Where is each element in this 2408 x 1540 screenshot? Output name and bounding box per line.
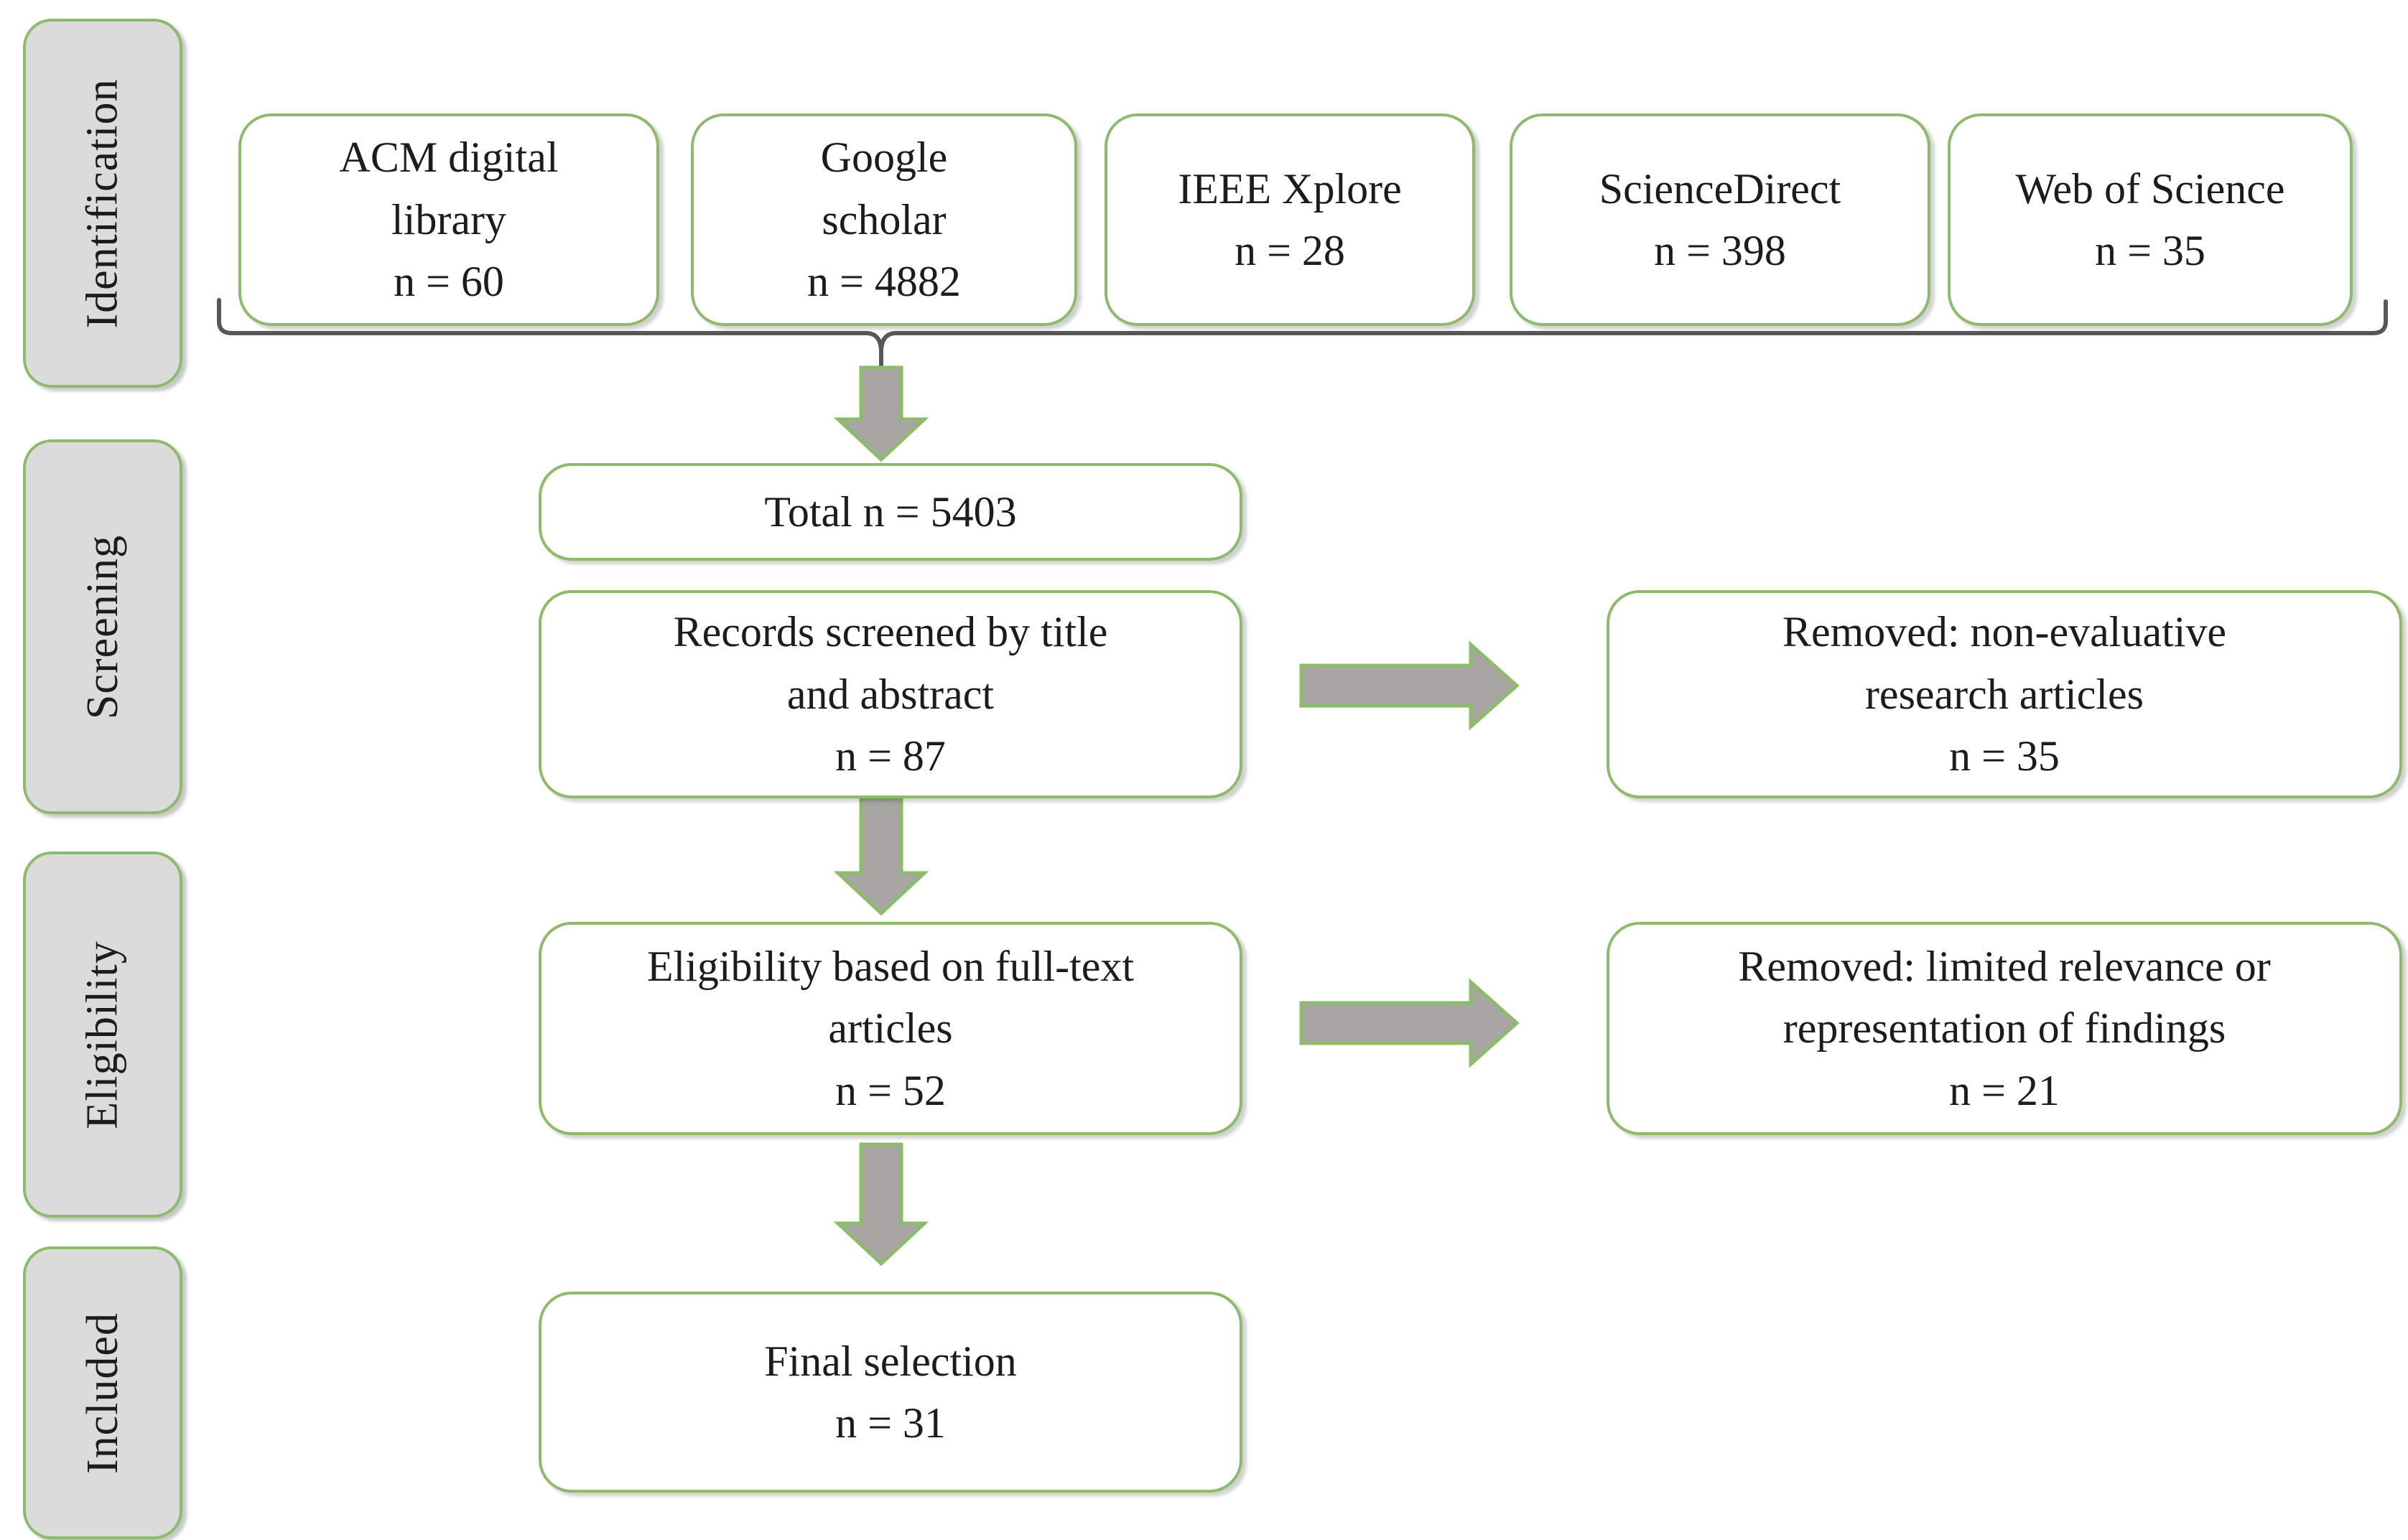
sources-bracket <box>217 298 2388 370</box>
down-arrow-total <box>833 365 929 462</box>
records-screened-box: Records screened by title and abstract n… <box>539 590 1242 798</box>
final-selection-box: Final selection n = 31 <box>539 1292 1242 1493</box>
source-name-line: ACM digital <box>339 134 559 182</box>
source-count: n = 28 <box>1235 227 1345 274</box>
source-name-line: Web of Science <box>2015 164 2285 213</box>
box-count: n = 31 <box>835 1399 946 1447</box>
source-name-line: IEEE Xplore <box>1178 164 1402 213</box>
source-count: n = 398 <box>1654 227 1786 274</box>
stage-identification: Identification <box>23 19 182 388</box>
removed-limited-relevance-box: Removed: limited relevance or representa… <box>1607 922 2402 1135</box>
box-text-line: Records screened by title <box>673 608 1108 656</box>
right-arrow-removed2 <box>1299 978 1520 1068</box>
stage-label: Included <box>78 1312 127 1474</box>
box-text-line: articles <box>828 1004 953 1053</box>
stage-eligibility: Eligibility <box>23 851 182 1218</box>
stage-label: Identification <box>78 78 127 328</box>
removed-non-evaluative-box: Removed: non-evaluative research article… <box>1607 590 2402 798</box>
source-count: n = 60 <box>394 258 504 306</box>
source-name-line: Google <box>820 134 948 182</box>
total-box: Total n = 5403 <box>539 463 1242 561</box>
box-text-line: representation of findings <box>1782 1004 2226 1053</box>
source-box-sciencedirect: ScienceDirect n = 398 <box>1510 113 1930 326</box>
source-box-google-scholar: Google scholar n = 4882 <box>691 113 1077 326</box>
stage-label: Screening <box>78 534 127 719</box>
box-count: n = 52 <box>835 1066 946 1114</box>
down-arrow-final <box>833 1142 929 1266</box>
box-text-line: and abstract <box>786 670 995 718</box>
source-count: n = 4882 <box>807 258 961 306</box>
box-text-line: Eligibility based on full-text <box>646 942 1135 990</box>
source-name-line: ScienceDirect <box>1599 164 1841 213</box>
eligibility-fulltext-box: Eligibility based on full-text articles … <box>539 922 1242 1135</box>
source-box-ieee-xplore: IEEE Xplore n = 28 <box>1105 113 1475 326</box>
box-count: n = 35 <box>1949 732 2060 780</box>
stage-screening: Screening <box>23 439 182 814</box>
stage-label: Eligibility <box>78 940 127 1129</box>
box-text-line: Final selection <box>764 1337 1017 1385</box>
source-name-line: library <box>391 195 506 243</box>
source-box-web-of-science: Web of Science n = 35 <box>1948 113 2353 326</box>
total-label: Total n = 5403 <box>764 487 1017 536</box>
box-text-line: Removed: limited relevance or <box>1738 942 2271 990</box>
source-name-line: scholar <box>822 195 947 243</box>
stage-included: Included <box>23 1246 182 1539</box>
down-arrow-eligibility <box>833 796 929 916</box>
box-count: n = 87 <box>835 732 946 780</box>
box-text-line: Removed: non-evaluative <box>1782 608 2227 656</box>
right-arrow-removed1 <box>1299 640 1520 731</box>
box-count: n = 21 <box>1949 1066 2060 1114</box>
box-text-line: research articles <box>1864 670 2144 718</box>
source-count: n = 35 <box>2095 227 2205 274</box>
source-box-acm: ACM digital library n = 60 <box>238 113 659 326</box>
